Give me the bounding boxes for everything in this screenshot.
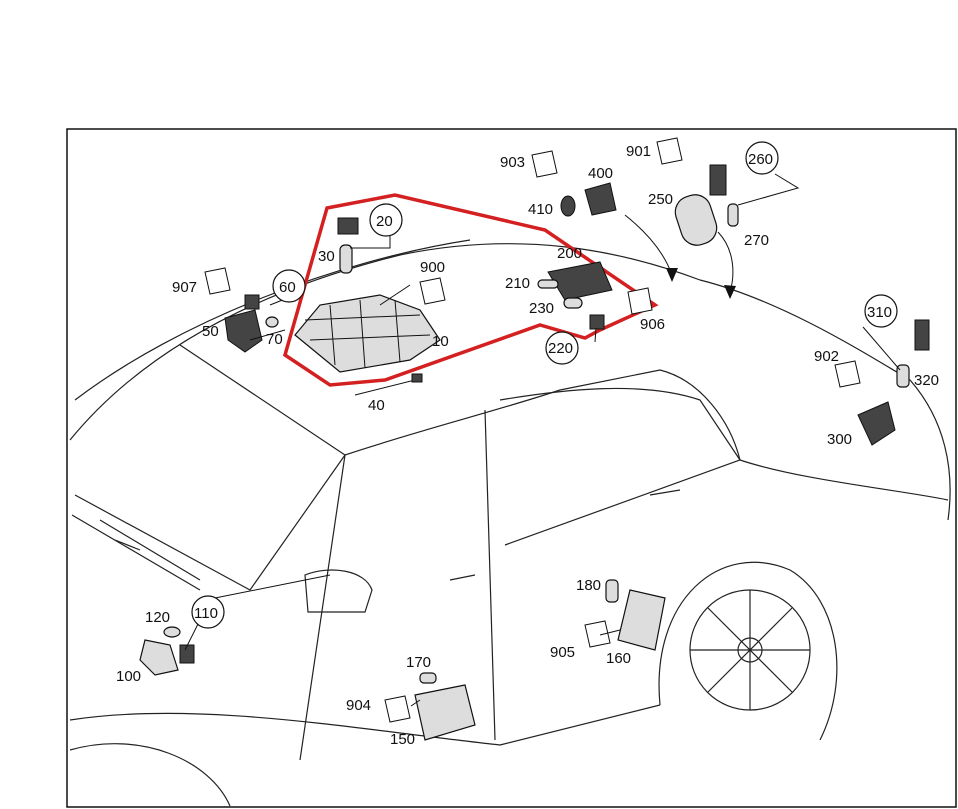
part-30 xyxy=(339,244,353,274)
label-220: 220 xyxy=(548,340,573,357)
highlight-region xyxy=(282,193,659,387)
note-901 xyxy=(656,137,683,165)
label-270: 270 xyxy=(744,232,769,249)
part-260 xyxy=(709,164,727,196)
note-907 xyxy=(204,267,231,295)
leader-lines xyxy=(184,173,901,707)
label-310: 310 xyxy=(867,304,892,321)
part-230 xyxy=(563,297,583,309)
label-907: 907 xyxy=(172,279,197,296)
callout-circles xyxy=(191,141,898,629)
label-30: 30 xyxy=(318,248,335,265)
part-50 xyxy=(224,309,263,353)
part-100 xyxy=(139,639,179,676)
note-902 xyxy=(834,360,861,388)
label-110: 110 xyxy=(194,605,218,622)
part-220 xyxy=(589,314,605,330)
part-320 xyxy=(896,364,910,388)
label-901: 901 xyxy=(626,143,651,160)
label-900: 900 xyxy=(420,259,445,276)
note-903 xyxy=(531,150,558,178)
label-230: 230 xyxy=(529,300,554,317)
note-906 xyxy=(627,287,653,315)
label-400: 400 xyxy=(588,165,613,182)
label-20: 20 xyxy=(376,213,393,230)
lens-250 xyxy=(674,194,718,246)
label-120: 120 xyxy=(145,609,170,626)
label-50: 50 xyxy=(202,323,219,340)
part-210 xyxy=(537,279,559,289)
label-300: 300 xyxy=(827,431,852,448)
label-905: 905 xyxy=(550,644,575,661)
part-300 xyxy=(857,401,896,446)
label-906: 906 xyxy=(640,316,665,333)
note-905 xyxy=(584,620,611,648)
label-904: 904 xyxy=(346,697,371,714)
label-70: 70 xyxy=(266,331,283,348)
label-60: 60 xyxy=(279,279,296,296)
label-160: 160 xyxy=(606,650,631,667)
label-40: 40 xyxy=(368,397,385,414)
label-200: 200 xyxy=(557,245,582,262)
roof-control-unit-part xyxy=(294,294,441,373)
label-170: 170 xyxy=(406,654,431,671)
part-labels: 10 20 30 40 50 60 70 100 110 120 150 160… xyxy=(116,143,939,748)
label-260: 260 xyxy=(748,151,773,168)
part-110 xyxy=(179,644,195,664)
note-900 xyxy=(419,277,446,305)
part-120 xyxy=(163,626,181,638)
label-150: 150 xyxy=(390,731,415,748)
label-100: 100 xyxy=(116,668,141,685)
label-250: 250 xyxy=(648,191,673,208)
motion-arrows xyxy=(624,214,736,299)
part-170 xyxy=(419,672,437,684)
part-160 xyxy=(617,589,666,651)
note-904 xyxy=(384,695,411,723)
part-20 xyxy=(337,217,359,235)
part-270 xyxy=(727,203,739,227)
part-60 xyxy=(244,294,260,310)
label-10: 10 xyxy=(432,333,449,350)
part-180 xyxy=(605,579,619,603)
front-light-unit-200 xyxy=(547,261,613,301)
label-320: 320 xyxy=(914,372,939,389)
label-903: 903 xyxy=(500,154,525,171)
label-410: 410 xyxy=(528,201,553,218)
part-150 xyxy=(414,684,476,741)
diagram-frame xyxy=(66,128,957,808)
cable-40 xyxy=(354,373,423,396)
part-400 xyxy=(584,182,617,216)
part-70 xyxy=(265,316,279,328)
label-210: 210 xyxy=(505,275,530,292)
label-902: 902 xyxy=(814,348,839,365)
label-180: 180 xyxy=(576,577,601,594)
part-410 xyxy=(560,195,576,217)
car-outline xyxy=(69,239,951,807)
part-310 xyxy=(914,319,930,351)
